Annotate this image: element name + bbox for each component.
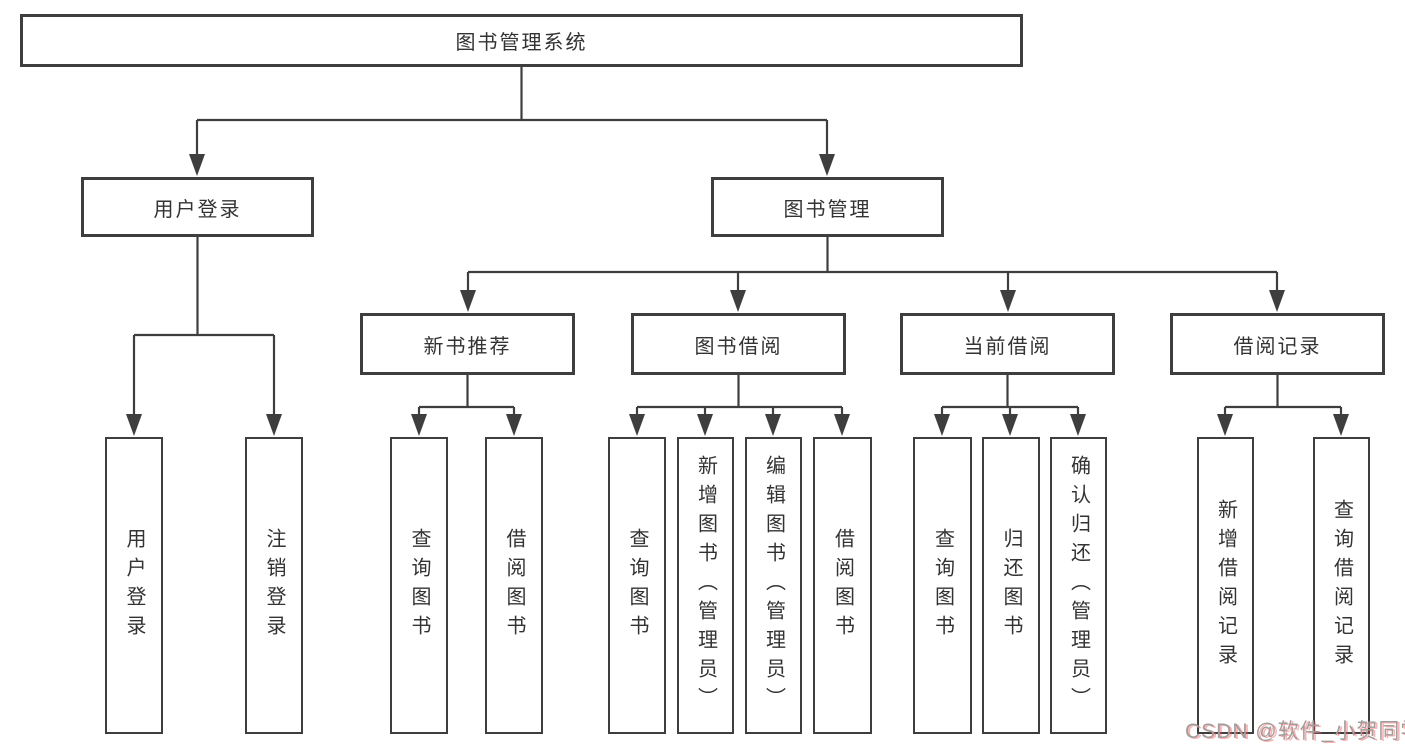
arrowhead xyxy=(126,414,142,436)
arrowhead xyxy=(834,414,850,436)
arrowhead xyxy=(1002,414,1018,436)
leaf-label: 注销登录 xyxy=(263,527,285,644)
leaf-logout: 注销登录 xyxy=(245,437,303,734)
leaf-label: 借阅图书 xyxy=(831,527,854,644)
leaf-label: 确认归还（管理员） xyxy=(1067,455,1090,716)
arrowhead xyxy=(189,154,205,176)
node-user-login: 用户登录 xyxy=(81,177,314,237)
node-new-book-recommend: 新书推荐 xyxy=(360,313,575,375)
node-current-borrow: 当前借阅 xyxy=(900,313,1115,375)
leaf-label: 查询图书 xyxy=(931,527,954,644)
leaf-label: 查询借阅记录 xyxy=(1330,498,1353,673)
arrowhead xyxy=(460,290,476,312)
leaf-records-query: 查询借阅记录 xyxy=(1313,437,1370,734)
node-book-management: 图书管理 xyxy=(711,177,944,237)
leaf-current-return: 归还图书 xyxy=(982,437,1040,734)
arrowhead xyxy=(730,290,746,312)
leaf-newbook-query: 查询图书 xyxy=(390,437,448,734)
leaf-label: 查询图书 xyxy=(626,527,648,644)
watermark: CSDN @软件_小贺同学 xyxy=(1185,720,1405,743)
leaf-label: 新增借阅记录 xyxy=(1214,498,1237,673)
arrowhead xyxy=(1070,414,1086,436)
arrowhead xyxy=(1217,414,1233,436)
node-book-borrow: 图书借阅 xyxy=(631,313,846,375)
arrowhead xyxy=(765,414,781,436)
leaf-current-confirm-admin: 确认归还（管理员） xyxy=(1050,437,1107,734)
leaf-label: 归还图书 xyxy=(1000,527,1022,644)
arrowhead xyxy=(1333,414,1349,436)
arrowhead xyxy=(411,414,427,436)
leaf-label: 查询图书 xyxy=(408,527,430,644)
leaf-label: 用户登录 xyxy=(123,527,145,644)
node-borrow-records: 借阅记录 xyxy=(1170,313,1385,375)
arrowhead xyxy=(506,414,522,436)
leaf-newbook-borrow: 借阅图书 xyxy=(485,437,543,734)
node-root: 图书管理系统 xyxy=(20,14,1023,67)
leaf-current-query: 查询图书 xyxy=(913,437,972,734)
leaf-user-login: 用户登录 xyxy=(105,437,163,734)
arrowhead xyxy=(266,414,282,436)
arrowhead xyxy=(697,414,713,436)
leaf-label: 新增图书（管理员） xyxy=(694,455,717,716)
leaf-label: 借阅图书 xyxy=(503,527,525,644)
leaf-borrow-book: 借阅图书 xyxy=(813,437,872,734)
arrowhead xyxy=(819,154,835,176)
arrowhead xyxy=(1000,290,1016,312)
arrowhead xyxy=(934,414,950,436)
leaf-borrow-query: 查询图书 xyxy=(608,437,666,734)
arrowhead xyxy=(629,414,645,436)
arrowhead xyxy=(1269,290,1285,312)
leaf-borrow-add-admin: 新增图书（管理员） xyxy=(677,437,734,734)
leaf-label: 编辑图书（管理员） xyxy=(762,455,785,716)
leaf-records-add: 新增借阅记录 xyxy=(1197,437,1254,734)
leaf-borrow-edit-admin: 编辑图书（管理员） xyxy=(745,437,802,734)
